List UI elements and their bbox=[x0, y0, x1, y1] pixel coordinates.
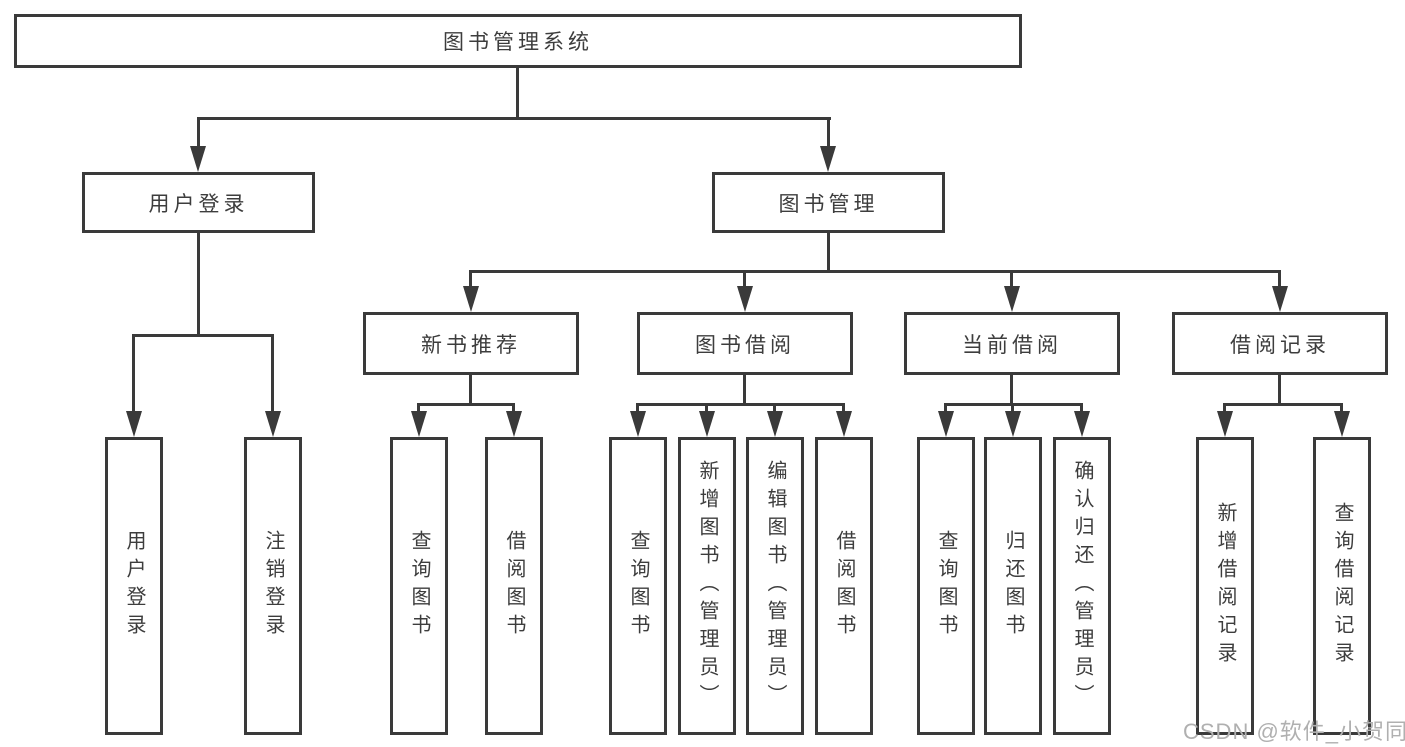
connector-line bbox=[132, 334, 274, 337]
leaf-confirm-return-admin: 确认归还（管理员） bbox=[1053, 437, 1111, 735]
leaf-user-login-label: 用户登录 bbox=[123, 530, 145, 642]
leaf-query-borrow-record-label: 查询借阅记录 bbox=[1331, 502, 1353, 670]
node-current-borrow-label: 当前借阅 bbox=[962, 333, 1062, 357]
connector-line bbox=[827, 233, 830, 273]
leaf-current-query-books-label: 查询图书 bbox=[935, 530, 957, 642]
connector-line bbox=[773, 403, 776, 413]
node-root-label: 图书管理系统 bbox=[443, 31, 593, 54]
leaf-confirm-return-admin-label: 确认归还（管理员） bbox=[1071, 460, 1093, 712]
connector-line bbox=[1010, 270, 1013, 288]
leaf-borrow-query-books-label: 查询图书 bbox=[627, 530, 649, 642]
leaf-user-login: 用户登录 bbox=[105, 437, 163, 735]
connector-line bbox=[417, 403, 420, 413]
arrowhead-icon bbox=[767, 411, 783, 437]
connector-line bbox=[743, 375, 746, 406]
leaf-recommend-query-books: 查询图书 bbox=[390, 437, 448, 735]
connector-line bbox=[1223, 403, 1226, 413]
node-current-borrow: 当前借阅 bbox=[904, 312, 1120, 375]
connector-line bbox=[743, 270, 746, 288]
arrowhead-icon bbox=[1005, 411, 1021, 437]
leaf-logout: 注销登录 bbox=[244, 437, 302, 735]
leaf-add-borrow-record: 新增借阅记录 bbox=[1196, 437, 1254, 735]
arrowhead-icon bbox=[190, 146, 206, 172]
node-root: 图书管理系统 bbox=[14, 14, 1022, 68]
arrowhead-icon bbox=[1074, 411, 1090, 437]
arrowhead-icon bbox=[630, 411, 646, 437]
leaf-add-borrow-record-label: 新增借阅记录 bbox=[1214, 502, 1236, 670]
arrowhead-icon bbox=[411, 411, 427, 437]
leaf-recommend-query-books-label: 查询图书 bbox=[408, 530, 430, 642]
arrowhead-icon bbox=[938, 411, 954, 437]
leaf-borrow-query-books: 查询图书 bbox=[609, 437, 667, 735]
leaf-query-borrow-record: 查询借阅记录 bbox=[1313, 437, 1371, 735]
node-borrow-records: 借阅记录 bbox=[1172, 312, 1388, 375]
connector-line bbox=[417, 403, 515, 406]
connector-line bbox=[469, 270, 472, 288]
connector-line bbox=[516, 68, 519, 120]
connector-line bbox=[197, 117, 831, 120]
leaf-return-books-label: 归还图书 bbox=[1002, 530, 1024, 642]
node-new-book-recommend-label: 新书推荐 bbox=[421, 333, 521, 357]
leaf-edit-books-admin: 编辑图书（管理员） bbox=[746, 437, 804, 735]
watermark: CSDN @软件_小贺同学 bbox=[1183, 719, 1405, 744]
connector-line bbox=[197, 233, 200, 337]
node-book-borrow: 图书借阅 bbox=[637, 312, 853, 375]
arrowhead-icon bbox=[265, 411, 281, 437]
leaf-current-query-books: 查询图书 bbox=[917, 437, 975, 735]
connector-line bbox=[944, 403, 947, 413]
arrowhead-icon bbox=[463, 286, 479, 312]
leaf-edit-books-admin-label: 编辑图书（管理员） bbox=[764, 460, 786, 712]
connector-line bbox=[469, 375, 472, 406]
arrowhead-icon bbox=[1334, 411, 1350, 437]
node-book-borrow-label: 图书借阅 bbox=[695, 333, 795, 357]
arrowhead-icon bbox=[506, 411, 522, 437]
connector-line bbox=[132, 334, 135, 414]
connector-line bbox=[636, 403, 845, 406]
leaf-add-books-admin-label: 新增图书（管理员） bbox=[696, 460, 718, 712]
connector-line bbox=[1080, 403, 1083, 413]
arrowhead-icon bbox=[836, 411, 852, 437]
connector-line bbox=[271, 334, 274, 414]
connector-line bbox=[512, 403, 515, 413]
connector-line bbox=[842, 403, 845, 413]
arrowhead-icon bbox=[1217, 411, 1233, 437]
node-new-book-recommend: 新书推荐 bbox=[363, 312, 579, 375]
connector-line bbox=[1011, 403, 1014, 413]
connector-line bbox=[197, 117, 200, 149]
arrowhead-icon bbox=[126, 411, 142, 437]
connector-line bbox=[1340, 403, 1343, 413]
connector-line bbox=[469, 270, 1281, 273]
leaf-borrow-borrow-books: 借阅图书 bbox=[815, 437, 873, 735]
arrowhead-icon bbox=[820, 146, 836, 172]
connector-line bbox=[1010, 375, 1013, 406]
leaf-add-books-admin: 新增图书（管理员） bbox=[678, 437, 736, 735]
leaf-recommend-borrow-books: 借阅图书 bbox=[485, 437, 543, 735]
leaf-borrow-borrow-books-label: 借阅图书 bbox=[833, 530, 855, 642]
leaf-logout-label: 注销登录 bbox=[262, 530, 284, 642]
leaf-recommend-borrow-books-label: 借阅图书 bbox=[503, 530, 525, 642]
arrowhead-icon bbox=[737, 286, 753, 312]
arrowhead-icon bbox=[699, 411, 715, 437]
node-user-login-branch: 用户登录 bbox=[82, 172, 315, 233]
node-borrow-records-label: 借阅记录 bbox=[1230, 333, 1330, 357]
connector-line bbox=[705, 403, 708, 413]
connector-line bbox=[827, 117, 830, 149]
connector-line bbox=[636, 403, 639, 413]
arrowhead-icon bbox=[1004, 286, 1020, 312]
node-book-management-label: 图书管理 bbox=[778, 192, 879, 216]
leaf-return-books: 归还图书 bbox=[984, 437, 1042, 735]
arrowhead-icon bbox=[1272, 286, 1288, 312]
node-book-management: 图书管理 bbox=[712, 172, 945, 233]
connector-line bbox=[1278, 270, 1281, 288]
node-user-login-branch-label: 用户登录 bbox=[148, 192, 249, 216]
connector-line bbox=[1223, 403, 1343, 406]
connector-line bbox=[1278, 375, 1281, 406]
